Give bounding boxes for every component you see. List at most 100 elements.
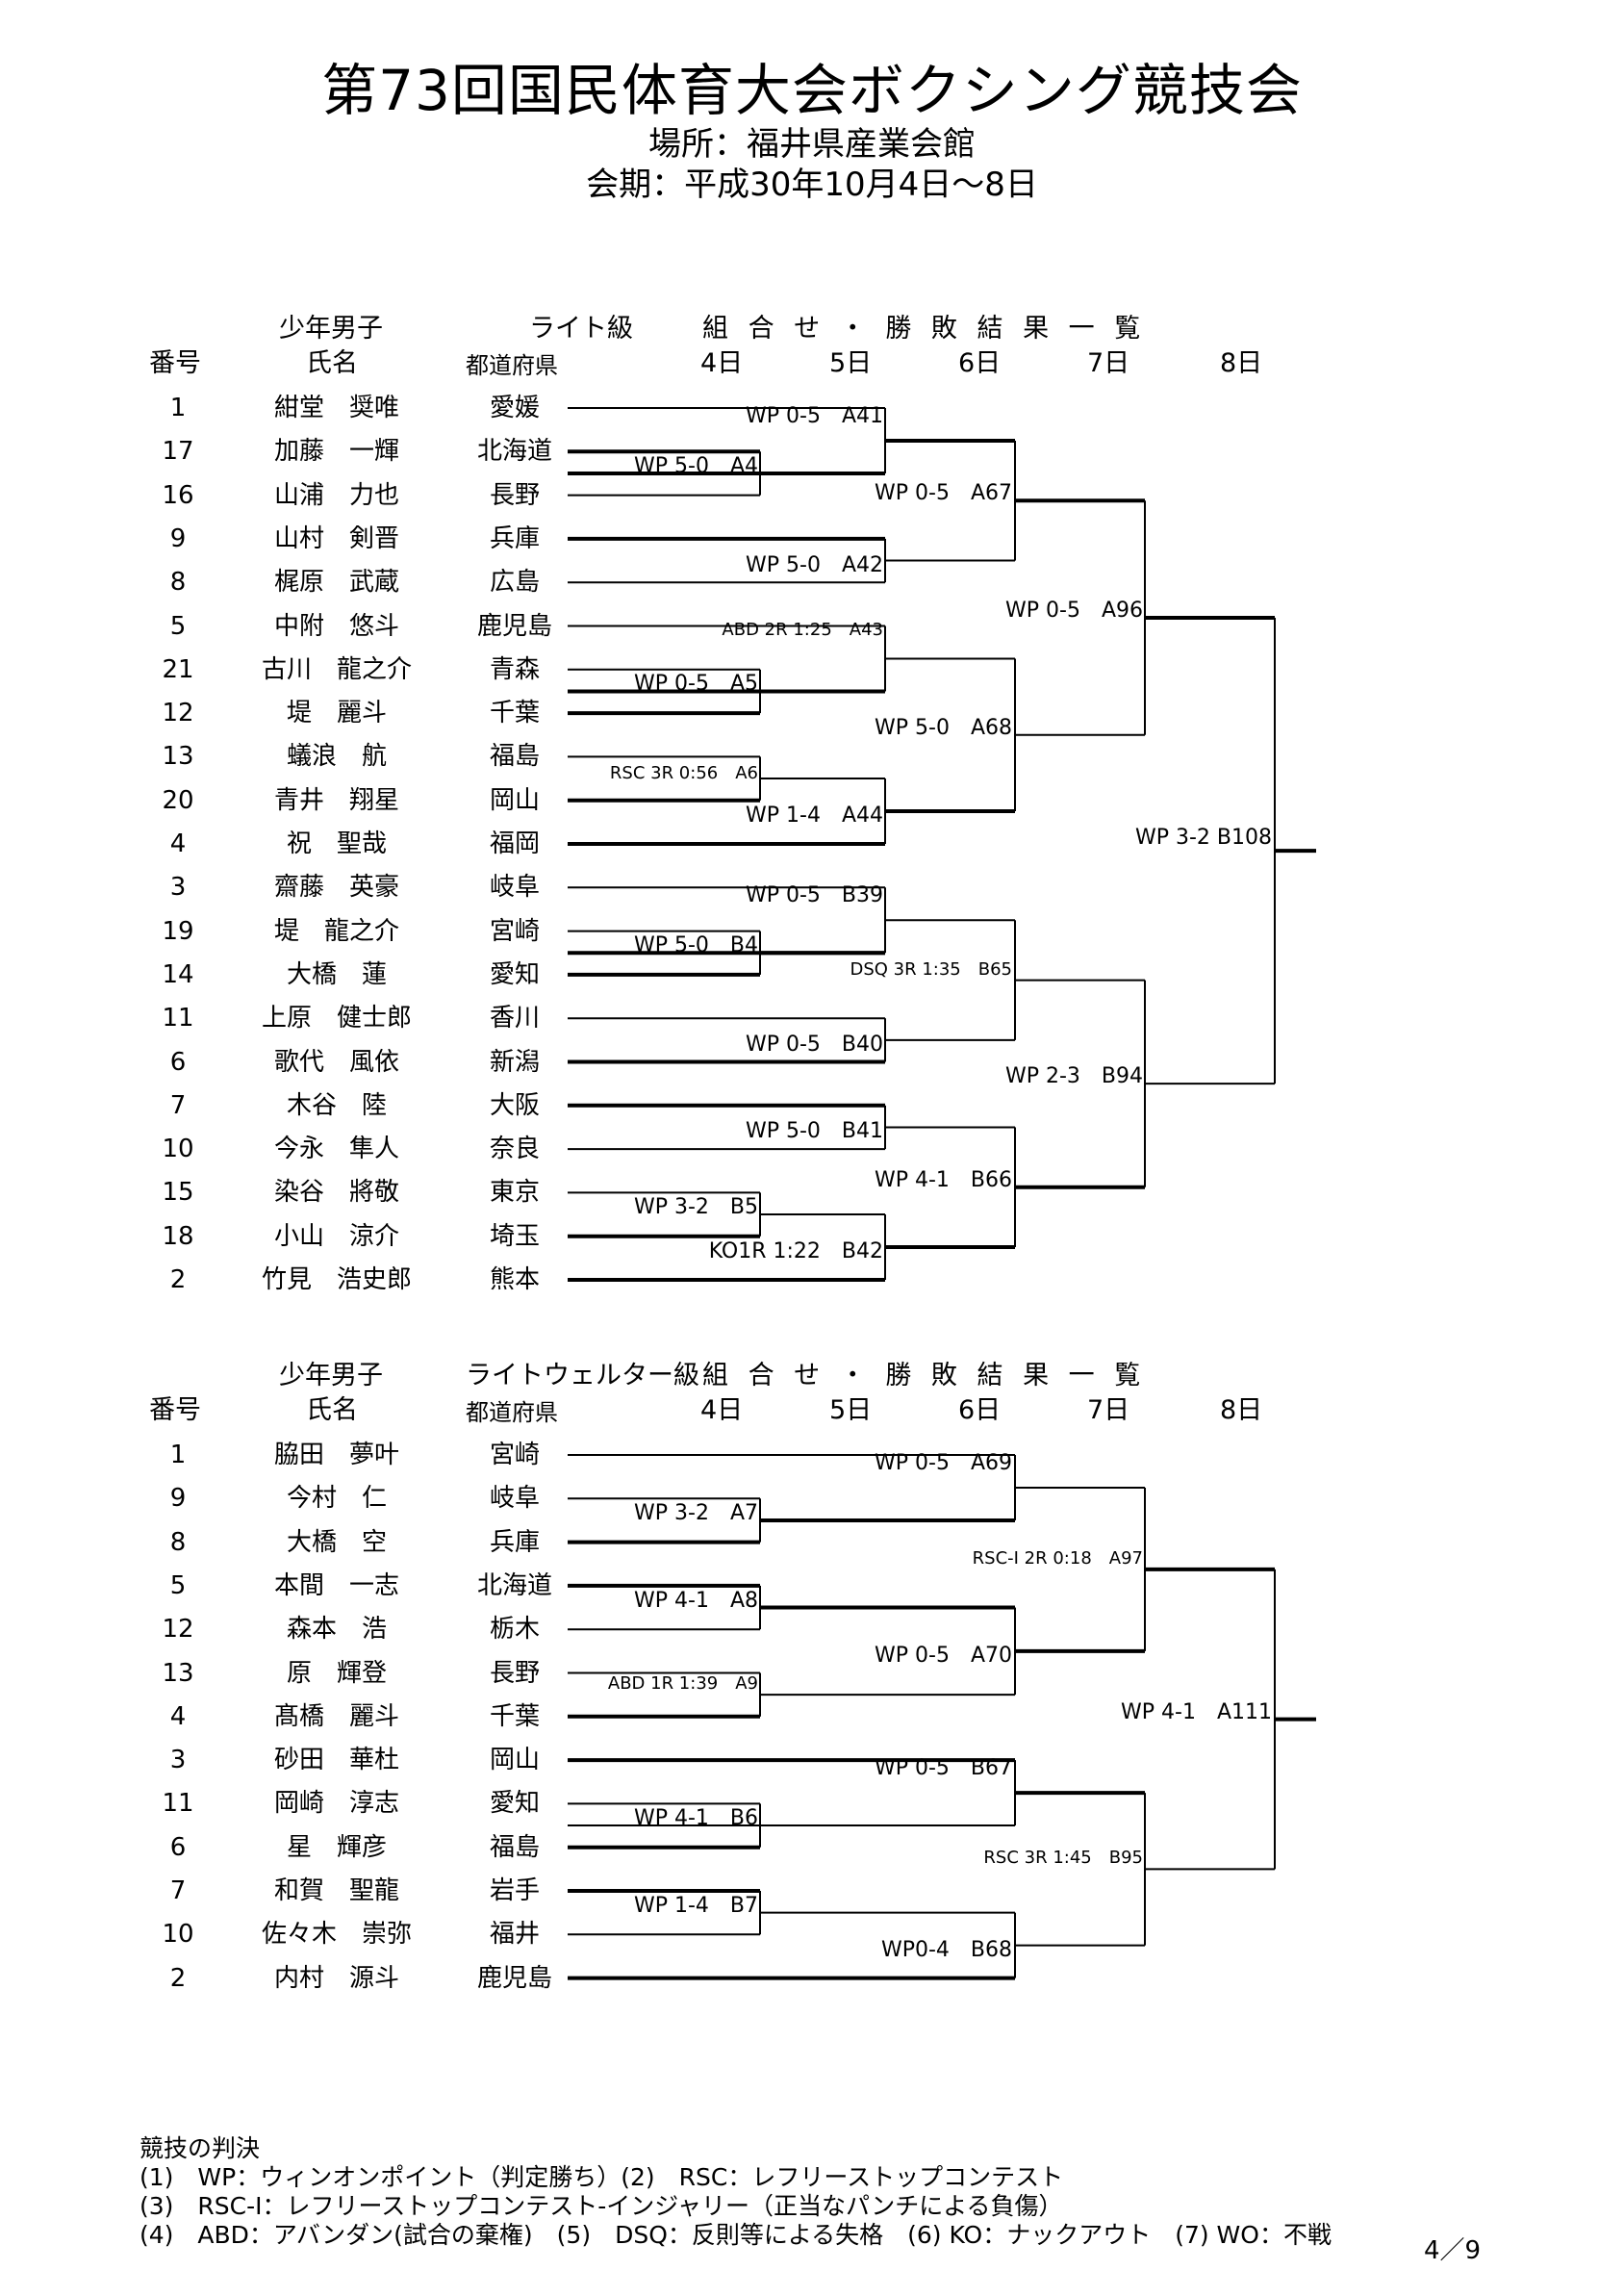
entry-name: 小山 涼介 bbox=[273, 1221, 399, 1251]
legend-line: (4) ABD：アバンダン(試合の棄権) (5) DSQ：反則等による失格 (6… bbox=[140, 2221, 1332, 2249]
bout-result: WP0-4 B68 bbox=[880, 1937, 1012, 1962]
entry-number: 9 bbox=[169, 523, 187, 553]
entry-number: 16 bbox=[162, 480, 194, 510]
entry-prefecture: 岡山 bbox=[489, 785, 540, 815]
entry-number: 1 bbox=[169, 1441, 187, 1469]
entry-number: 5 bbox=[169, 1570, 187, 1600]
entry-number: 13 bbox=[162, 742, 194, 772]
entry-name: 今永 隼人 bbox=[273, 1135, 399, 1164]
entry-prefecture: 大阪 bbox=[489, 1090, 540, 1120]
entry-number: 5 bbox=[169, 611, 187, 641]
entry-prefecture: 宮崎 bbox=[489, 1441, 540, 1469]
entry-name: 髙橋 麗斗 bbox=[273, 1701, 399, 1731]
entry-prefecture: 鹿児島 bbox=[476, 611, 552, 641]
header-day-8: 8日 bbox=[1220, 1395, 1263, 1425]
header-day-7: 7日 bbox=[1087, 1395, 1130, 1425]
entry-prefecture: 広島 bbox=[489, 568, 540, 598]
entry-name: 山村 剣晋 bbox=[273, 523, 399, 553]
entry-name: 加藤 一輝 bbox=[273, 437, 399, 467]
entry-prefecture: 東京 bbox=[489, 1178, 540, 1208]
entry-prefecture: 兵庫 bbox=[489, 523, 540, 553]
entry-prefecture: 千葉 bbox=[489, 1701, 540, 1731]
entry-prefecture: 長野 bbox=[489, 480, 540, 510]
entry-number: 6 bbox=[169, 1047, 187, 1077]
entry-prefecture: 愛媛 bbox=[489, 394, 540, 422]
header-no: 番号 bbox=[149, 348, 201, 378]
entry-prefecture: 千葉 bbox=[489, 699, 540, 728]
header-day-5: 5日 bbox=[829, 1395, 873, 1425]
bout-result: WP 1-4 B7 bbox=[633, 1893, 758, 1918]
category-label: 少年男子 bbox=[279, 1361, 383, 1390]
entry-name: 染谷 將敬 bbox=[273, 1178, 399, 1208]
entry-number: 7 bbox=[169, 1090, 187, 1120]
page-title: 第73回国民体育大会ボクシング競技会 bbox=[321, 58, 1303, 123]
entry-prefecture: 岡山 bbox=[489, 1746, 540, 1775]
entry-prefecture: 福島 bbox=[489, 1832, 540, 1862]
bout-result: WP 5-0 A68 bbox=[875, 715, 1012, 740]
entry-name: 大橋 空 bbox=[286, 1527, 387, 1557]
header-no: 番号 bbox=[149, 1395, 201, 1425]
entry-name: 原 輝登 bbox=[286, 1658, 387, 1688]
bout-result: ABD 1R 1:39 A9 bbox=[607, 1673, 758, 1695]
legend-line: (1) WP：ウィンオンポイント（判定勝ち）(2) RSC：レフリーストップコン… bbox=[140, 2163, 1064, 2191]
entry-prefecture: 長野 bbox=[489, 1658, 540, 1688]
entry-name: 和賀 聖龍 bbox=[273, 1876, 399, 1905]
entry-number: 15 bbox=[162, 1178, 194, 1208]
header-day-6: 6日 bbox=[958, 1395, 1002, 1425]
header-day-4: 4日 bbox=[700, 1395, 744, 1425]
entry-number: 11 bbox=[162, 1789, 194, 1819]
entry-prefecture: 栃木 bbox=[489, 1615, 540, 1645]
bout-result: WP 1-4 A44 bbox=[746, 804, 883, 829]
bout-result: WP 0-5 A70 bbox=[875, 1643, 1012, 1668]
entry-number: 17 bbox=[162, 437, 194, 467]
bout-result: DSQ 3R 1:35 B65 bbox=[850, 958, 1012, 980]
entry-number: 20 bbox=[162, 785, 194, 815]
entry-name: 山浦 力也 bbox=[273, 480, 399, 510]
entry-number: 2 bbox=[169, 1963, 187, 1993]
entry-name: 星 輝彦 bbox=[286, 1832, 387, 1862]
entry-number: 8 bbox=[169, 1527, 187, 1557]
bout-result: RSC 3R 1:45 B95 bbox=[983, 1848, 1143, 1869]
bout-result: WP 3-2 B5 bbox=[633, 1195, 758, 1220]
bout-result: WP 3-2 A7 bbox=[634, 1500, 758, 1525]
entry-name: 佐々木 崇弥 bbox=[261, 1920, 412, 1950]
entry-prefecture: 熊本 bbox=[489, 1265, 540, 1294]
entry-number: 18 bbox=[162, 1221, 194, 1251]
entry-name: 歌代 風依 bbox=[273, 1047, 399, 1077]
header-day-6: 6日 bbox=[958, 348, 1002, 378]
legend-line: (3) RSC-I：レフリーストップコンテスト-インジャリー（正当なパンチによる… bbox=[140, 2192, 1063, 2220]
entry-number: 6 bbox=[169, 1832, 187, 1862]
entry-name: 梶原 武蔵 bbox=[273, 568, 399, 598]
entry-prefecture: 岐阜 bbox=[489, 1484, 540, 1514]
venue: 場所：福井県産業会館 bbox=[648, 125, 976, 164]
entry-prefecture: 鹿児島 bbox=[476, 1963, 552, 1993]
bout-result: RSC 3R 0:56 A6 bbox=[609, 763, 758, 784]
entry-prefecture: 岩手 bbox=[489, 1876, 540, 1905]
entry-number: 4 bbox=[169, 829, 187, 858]
entry-prefecture: 北海道 bbox=[476, 437, 552, 467]
bout-result: WP 0-5 A96 bbox=[1005, 599, 1143, 623]
entry-prefecture: 奈良 bbox=[489, 1135, 540, 1164]
weight-class-label: ライトウェルター級 bbox=[466, 1361, 699, 1390]
entry-name: 中附 悠斗 bbox=[273, 611, 399, 641]
entry-prefecture: 福岡 bbox=[489, 829, 540, 858]
entry-prefecture: 青森 bbox=[489, 654, 540, 684]
entry-prefecture: 愛知 bbox=[489, 1789, 540, 1819]
entry-name: 祝 聖哉 bbox=[286, 829, 387, 858]
entry-prefecture: 宮崎 bbox=[489, 916, 540, 946]
entry-number: 13 bbox=[162, 1658, 194, 1688]
entry-name: 竹見 浩史郎 bbox=[261, 1265, 412, 1294]
header-name: 氏名 bbox=[306, 348, 358, 378]
header-pref: 都道府県 bbox=[466, 352, 558, 379]
bout-result: WP 0-5 A67 bbox=[875, 481, 1012, 506]
entry-number: 10 bbox=[162, 1920, 194, 1950]
entry-number: 9 bbox=[169, 1484, 187, 1514]
entry-name: 堤 龍之介 bbox=[273, 916, 399, 946]
entry-number: 4 bbox=[169, 1701, 187, 1731]
entry-name: 内村 源斗 bbox=[273, 1963, 399, 1993]
entry-name: 上原 健士郎 bbox=[261, 1004, 412, 1033]
entry-name: 今村 仁 bbox=[286, 1484, 387, 1514]
entry-name: 青井 翔星 bbox=[273, 785, 399, 815]
period: 会期：平成30年10月4日〜8日 bbox=[586, 166, 1038, 204]
bout-result: KO1R 1:22 B42 bbox=[708, 1239, 883, 1264]
